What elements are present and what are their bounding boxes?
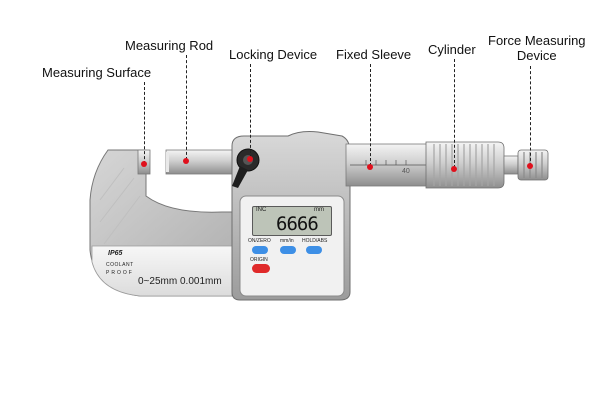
lcd-display [252, 206, 332, 236]
leader-measuring-surface [144, 82, 145, 164]
marker-fixed-sleeve [367, 164, 373, 170]
brand-mark: IP65 [108, 250, 123, 257]
range-print: 0~25mm [138, 276, 178, 287]
coolant-line2: PROOF [106, 270, 134, 276]
lock-lever [232, 166, 248, 188]
spindle [165, 149, 243, 175]
mm-in-button [280, 246, 296, 254]
thimble-mark: 40 [402, 168, 410, 175]
thimble [425, 141, 505, 189]
leader-measuring-rod [186, 55, 187, 160]
mm-in-caption: mm/in [280, 238, 294, 244]
marker-measuring-surface [141, 161, 147, 167]
lcd-unit: mm [314, 207, 324, 213]
label-cylinder: Cylinder [428, 42, 476, 57]
on-zero-button [252, 246, 268, 254]
ratchet [517, 149, 549, 181]
resolution-print: 0.001mm [180, 276, 222, 287]
hold-abs-caption: HOLD/ABS [302, 238, 328, 244]
spindle-tip [166, 152, 169, 172]
lcd-value: 6666 [276, 213, 319, 235]
leader-locking-device [250, 64, 251, 158]
ratchet-neck [503, 155, 519, 175]
marker-force-measuring [527, 163, 533, 169]
origin-button [252, 264, 270, 273]
label-fixed-sleeve: Fixed Sleeve [336, 47, 412, 62]
label-measuring-rod: Measuring Rod [125, 38, 214, 53]
label-locking-device: Locking Device [229, 47, 318, 62]
marker-cylinder [451, 166, 457, 172]
coolant-line1: COOLANT [106, 262, 134, 268]
label-measuring-surface: Measuring Surface [42, 65, 152, 80]
marker-locking-device [247, 156, 253, 162]
hold-abs-button [306, 246, 322, 254]
leader-cylinder [454, 59, 455, 168]
on-zero-caption: ON/ZERO [248, 238, 271, 244]
label-force-measuring-line1: Force Measuring [488, 33, 586, 48]
label-force-measuring: Force Measuring Device [488, 33, 586, 63]
front-plate [91, 245, 233, 297]
leader-force-measuring [530, 66, 531, 166]
marker-measuring-rod [183, 158, 189, 164]
lcd-mode: INC [256, 207, 267, 213]
thimble-knurl [433, 144, 495, 186]
frame-hatching [99, 167, 141, 245]
leader-fixed-sleeve [370, 64, 371, 166]
label-force-measuring-line2: Device [516, 48, 557, 63]
origin-caption: ORIGIN [250, 257, 268, 263]
